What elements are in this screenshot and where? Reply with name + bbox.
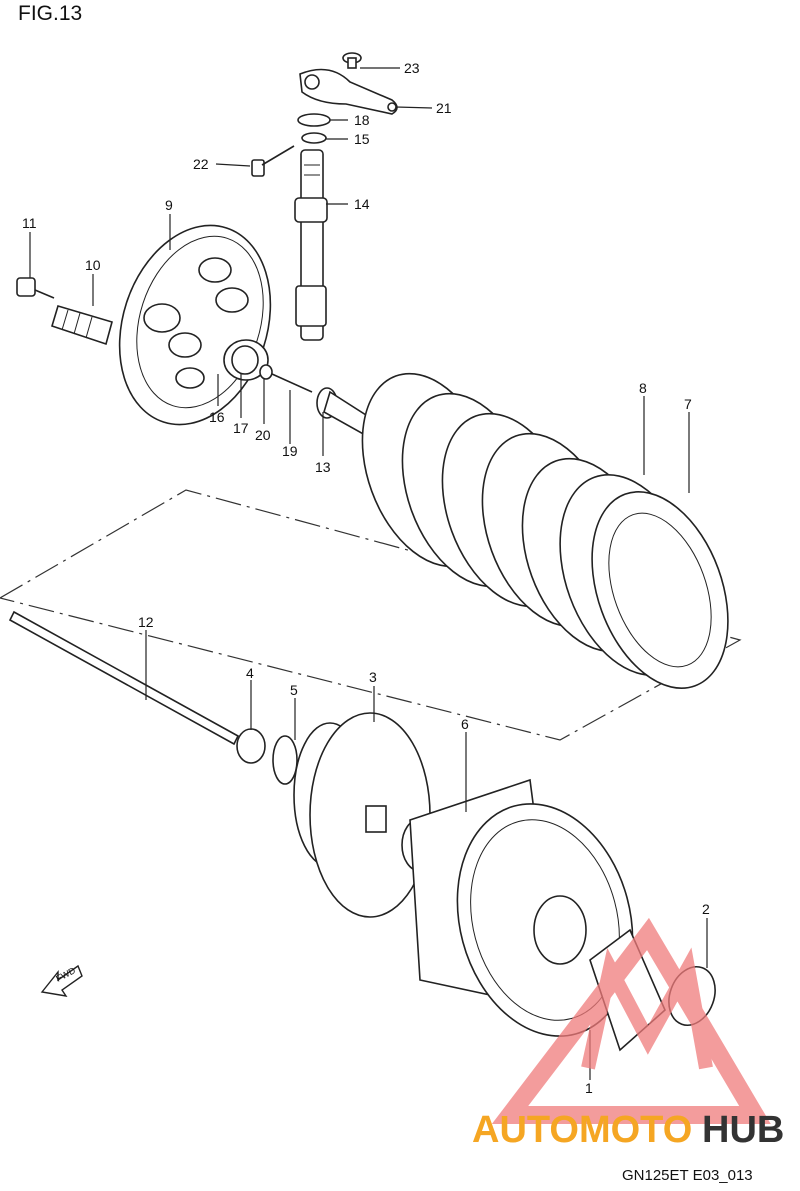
- callout-6: 6: [461, 716, 469, 732]
- callout-8: 8: [639, 380, 647, 396]
- part-spring-10: [51, 305, 113, 346]
- callout-21: 21: [436, 100, 452, 116]
- part-clutch-plate-stack: [361, 372, 729, 689]
- part-washer-18: [297, 113, 331, 127]
- callout-10: 10: [85, 257, 101, 273]
- callout-labels: 1 2 3 4 5 6 7 8 9 10 11 12 13 14 15 16 1…: [22, 60, 710, 1096]
- leader-lines: [29, 67, 708, 1080]
- part-washer-5: [272, 735, 298, 785]
- part-screw-23: [342, 52, 362, 69]
- part-clutch-housing: [409, 778, 634, 1037]
- part-clutch-sleeve-hub-3: [293, 712, 431, 918]
- automotohub-logo-icon: [491, 917, 771, 1124]
- part-push-rod-12: [8, 610, 240, 746]
- callout-3: 3: [369, 669, 377, 685]
- part-bolt-22: [251, 145, 295, 177]
- part-washer-20: [259, 364, 273, 380]
- callout-15: 15: [354, 131, 370, 147]
- callout-12: 12: [138, 614, 154, 630]
- callout-13: 13: [315, 459, 331, 475]
- part-bolt-11: [16, 277, 55, 299]
- callout-19: 19: [282, 443, 298, 459]
- assembly-boundary: [0, 489, 742, 741]
- callout-18: 18: [354, 112, 370, 128]
- callout-17: 17: [233, 420, 249, 436]
- part-ring-15: [301, 132, 327, 144]
- callout-20: 20: [255, 427, 271, 443]
- callout-11: 11: [22, 215, 37, 231]
- part-bearing-17: [231, 345, 259, 375]
- callout-7: 7: [684, 396, 692, 412]
- callout-5: 5: [290, 682, 298, 698]
- callout-4: 4: [246, 665, 254, 681]
- figure-title: FIG.13: [18, 2, 83, 25]
- watermark-text-left: AUTOMOTO: [472, 1109, 692, 1151]
- callout-1: 1: [585, 1080, 593, 1096]
- callout-22: 22: [193, 156, 209, 172]
- part-release-lever-21: [299, 68, 398, 115]
- watermark-text-right: HUB: [702, 1109, 784, 1151]
- part-push-rod-19: [271, 373, 313, 393]
- part-pressure-plate-9: [118, 224, 272, 426]
- callout-14: 14: [354, 196, 370, 212]
- part-nut-4: [236, 728, 266, 764]
- callout-23: 23: [404, 60, 420, 76]
- part-release-shaft-14: [294, 149, 328, 341]
- callout-2: 2: [702, 901, 710, 917]
- figure-code: GN125ET E03_013: [622, 1167, 753, 1184]
- callout-16: 16: [209, 409, 225, 425]
- fwd-arrow-icon: [40, 964, 83, 997]
- callout-9: 9: [165, 197, 173, 213]
